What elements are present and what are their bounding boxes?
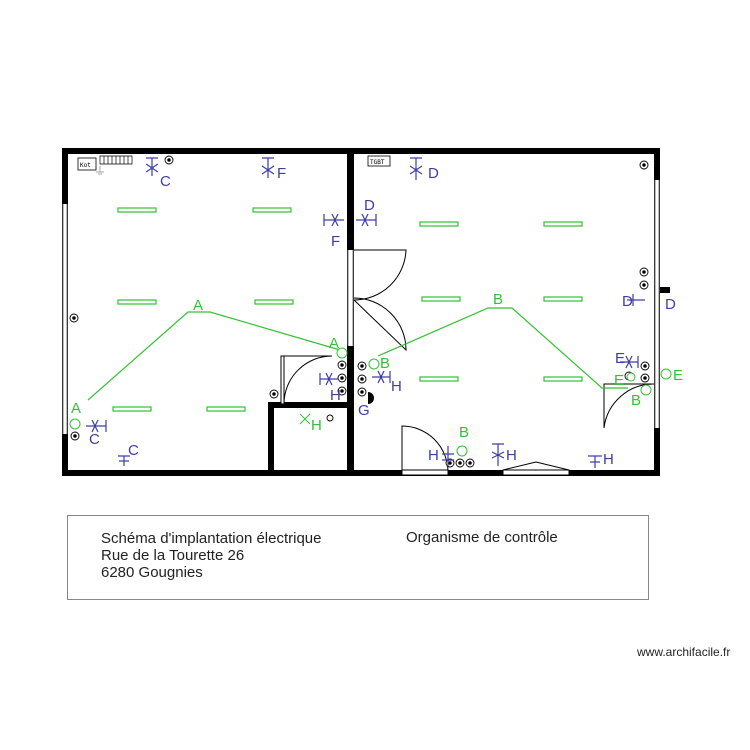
windows bbox=[62, 180, 660, 434]
circuit-label: C bbox=[128, 442, 139, 459]
city-address: 6280 Gougnies bbox=[101, 564, 203, 581]
plan-title: Schéma d'implantation électrique bbox=[101, 530, 322, 547]
fixtures-blue bbox=[86, 157, 645, 468]
panel-tgbt: TGBT bbox=[367, 155, 391, 167]
luminaires bbox=[112, 207, 583, 412]
circuit-label: H bbox=[391, 378, 402, 395]
circuit-label: C bbox=[160, 173, 171, 190]
boxes bbox=[368, 287, 670, 404]
circuit-label: A bbox=[71, 400, 81, 417]
circuit-label: D bbox=[428, 165, 439, 182]
wc-symbol bbox=[299, 413, 311, 425]
panel-kot: Kot bbox=[77, 155, 133, 175]
doors bbox=[280, 249, 655, 476]
title-block: Schéma d'implantation électrique Rue de … bbox=[67, 515, 649, 600]
circuit-label: E bbox=[614, 372, 624, 389]
circuit-label: B bbox=[459, 424, 469, 441]
panel-tgbt-label: TGBT bbox=[370, 159, 385, 166]
circuit-label: E bbox=[615, 350, 625, 367]
circuit-labels: C F D D F A B D D A B H H G E E E B A C … bbox=[71, 165, 683, 468]
circuit-label: H bbox=[311, 417, 322, 434]
circuit-label: A bbox=[329, 335, 339, 352]
circuit-label: H bbox=[506, 447, 517, 464]
circuit-label: G bbox=[358, 402, 370, 419]
circuit-label: C bbox=[89, 431, 100, 448]
circuit-label: F bbox=[331, 233, 340, 250]
circuit-label: H bbox=[603, 451, 614, 468]
circuit-label: F bbox=[277, 165, 286, 182]
circuit-label: H bbox=[330, 387, 341, 404]
panel-kot-label: Kot bbox=[80, 162, 91, 169]
circuit-label: A bbox=[193, 297, 203, 314]
watermark-link[interactable]: www.archifacile.fr bbox=[637, 645, 731, 659]
circuit-label: E bbox=[673, 367, 683, 384]
circuit-label: B bbox=[380, 355, 390, 372]
walls bbox=[62, 148, 660, 476]
wiring bbox=[87, 307, 628, 401]
circuit-label: D bbox=[364, 197, 375, 214]
circuit-label: D bbox=[665, 296, 676, 313]
switches-green bbox=[69, 347, 672, 457]
street-address: Rue de la Tourette 26 bbox=[101, 547, 245, 564]
address-block: Schéma d'implantation électrique Rue de … bbox=[101, 530, 322, 581]
outlets bbox=[69, 155, 650, 468]
control-organism-label: Organisme de contrôle bbox=[406, 529, 558, 546]
circuit-label: D bbox=[622, 293, 633, 310]
circuit-label: B bbox=[493, 291, 503, 308]
circuit-label: H bbox=[428, 447, 439, 464]
circuit-label: B bbox=[631, 392, 641, 409]
